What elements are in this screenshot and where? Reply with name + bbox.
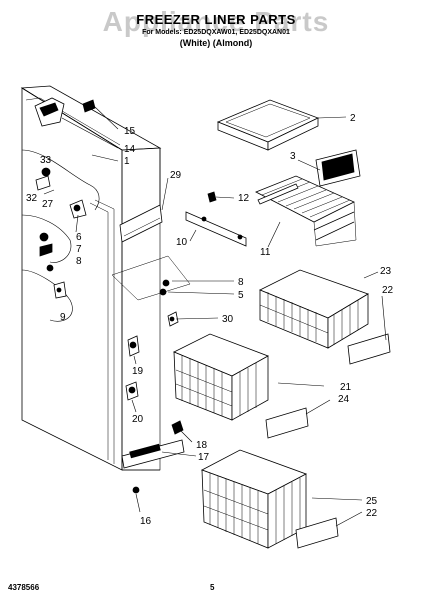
top-bracket-14 xyxy=(34,97,65,127)
callout-8-left: 8 xyxy=(76,256,82,267)
callout-2: 2 xyxy=(350,113,356,124)
callout-23: 23 xyxy=(380,266,392,277)
callout-21: 21 xyxy=(340,382,352,393)
color-variants: (White) (Almond) xyxy=(179,38,253,48)
page-number: 5 xyxy=(210,583,215,592)
shelf-trim-3 xyxy=(315,149,361,187)
clips-19-20 xyxy=(125,335,140,401)
callout-1: 1 xyxy=(124,156,130,167)
callouts: 15 14 1 2 3 29 33 32 27 12 10 11 6 7 8 9… xyxy=(26,113,394,527)
glass-shelf-2 xyxy=(216,99,320,151)
wire-basket-21 xyxy=(173,333,269,421)
wire-basket-25 xyxy=(201,449,307,549)
callout-6: 6 xyxy=(76,232,82,243)
left-wall-components xyxy=(35,167,87,299)
callout-27: 27 xyxy=(42,199,54,210)
watermark: Appliance Parts xyxy=(102,6,330,37)
callout-30: 30 xyxy=(222,314,234,325)
callout-3: 3 xyxy=(290,151,296,162)
basket-front-24 xyxy=(265,407,309,439)
screw-15 xyxy=(82,99,96,113)
callout-29: 29 xyxy=(170,170,182,181)
callout-11: 11 xyxy=(260,247,271,258)
callout-8-right: 8 xyxy=(238,277,244,288)
model-list: For Models: ED25DQXAW01, ED25DQXAN01 xyxy=(142,29,290,36)
callout-32: 32 xyxy=(26,193,38,204)
page-title: FREEZER LINER PARTS xyxy=(136,12,296,27)
callout-14: 14 xyxy=(124,144,136,155)
callout-19: 19 xyxy=(132,366,144,377)
screw-12 xyxy=(207,191,217,203)
basket-front-22-lower xyxy=(295,517,339,549)
callout-25: 25 xyxy=(366,496,378,507)
callout-10: 10 xyxy=(176,237,188,248)
panel-clips-5-8 xyxy=(111,255,191,301)
callout-7: 7 xyxy=(76,244,82,255)
callout-22-upper: 22 xyxy=(382,285,394,296)
freezer-liner xyxy=(20,85,162,471)
callout-24: 24 xyxy=(338,394,350,405)
callout-22-lower: 22 xyxy=(366,508,378,519)
wire-shelf-11 xyxy=(255,175,357,247)
callout-33: 33 xyxy=(40,155,52,166)
liner-trim-29 xyxy=(119,204,163,243)
callout-16: 16 xyxy=(140,516,152,527)
wire-basket-23 xyxy=(259,269,369,349)
leader-lines xyxy=(43,106,387,527)
basket-front-22-upper xyxy=(347,333,391,365)
callout-12: 12 xyxy=(238,193,250,204)
header: Appliance Parts FREEZER LINER PARTS For … xyxy=(0,0,432,60)
clip-30 xyxy=(167,311,179,327)
callout-15: 15 xyxy=(124,126,136,137)
callout-5: 5 xyxy=(238,290,244,301)
shelf-bracket-10 xyxy=(185,211,247,247)
bottom-rail-17 xyxy=(121,439,185,469)
callout-18: 18 xyxy=(196,440,208,451)
callout-17: 17 xyxy=(198,452,210,463)
callout-9: 9 xyxy=(60,312,66,323)
callout-20: 20 xyxy=(132,414,144,425)
screw-18 xyxy=(171,420,184,435)
document-number: 4378566 xyxy=(8,583,40,592)
screw-16 xyxy=(132,486,140,494)
